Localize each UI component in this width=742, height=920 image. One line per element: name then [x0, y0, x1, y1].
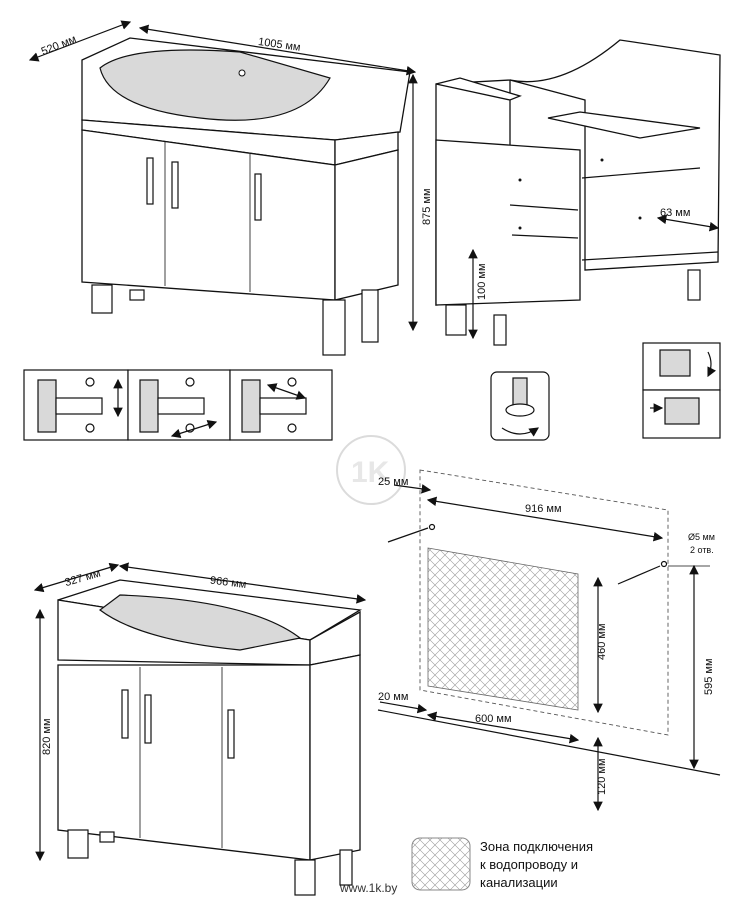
bracket-panel-upper [642, 342, 721, 391]
watermark-url: www.1k.by [339, 881, 397, 895]
dim-back-offset: 63 мм [660, 207, 690, 219]
leg-adjust-panel [490, 371, 550, 441]
dim-floor-to-zone: 120 мм [596, 758, 608, 795]
dim-hole-count: 2 отв. [690, 545, 714, 555]
hinge-adjust-vertical [23, 369, 129, 441]
watermark-logo: 1K [336, 435, 406, 505]
dim-height-top: 875 мм [421, 188, 433, 225]
screw-left [387, 523, 436, 543]
wall-mount-scheme [377, 469, 721, 812]
dim-width-bottom: 966 мм [209, 575, 247, 591]
dim-depth-bottom: 327 мм [64, 567, 102, 589]
dim-foot-height: 100 мм [476, 263, 488, 300]
connection-zone [427, 547, 579, 711]
floor-line [377, 709, 721, 776]
hinge-adjust-horizontal [127, 369, 231, 441]
hinge-adjust-depth [229, 369, 333, 441]
open-cabinet [435, 39, 721, 346]
screw-right [617, 560, 668, 585]
vanity-with-sink [28, 20, 418, 356]
svg-text:1K: 1K [351, 456, 390, 489]
dim-edge-offset: 25 мм [378, 476, 408, 488]
legend-swatch [411, 837, 471, 891]
bracket-panel-lower [642, 389, 721, 439]
dim-width-top: 1005 мм [257, 36, 301, 54]
dim-hole-diameter: Ø5 мм [688, 532, 715, 542]
dim-floor-offset: 20 мм [378, 691, 408, 703]
dim-zone-width: 600 мм [475, 713, 512, 725]
vanity-body [33, 562, 367, 896]
dim-hole-spacing: 916 мм [525, 503, 562, 515]
legend-line-1: Зона подключения [480, 839, 593, 854]
dim-depth-top: 520 мм [40, 33, 78, 58]
dim-zone-height: 460 мм [596, 623, 608, 660]
dim-height-bottom: 820 мм [41, 718, 53, 755]
legend-line-3: канализации [480, 875, 558, 890]
legend-line-2: к водопроводу и [480, 857, 578, 872]
legend [411, 837, 471, 891]
dim-holes-height: 595 мм [703, 658, 715, 695]
